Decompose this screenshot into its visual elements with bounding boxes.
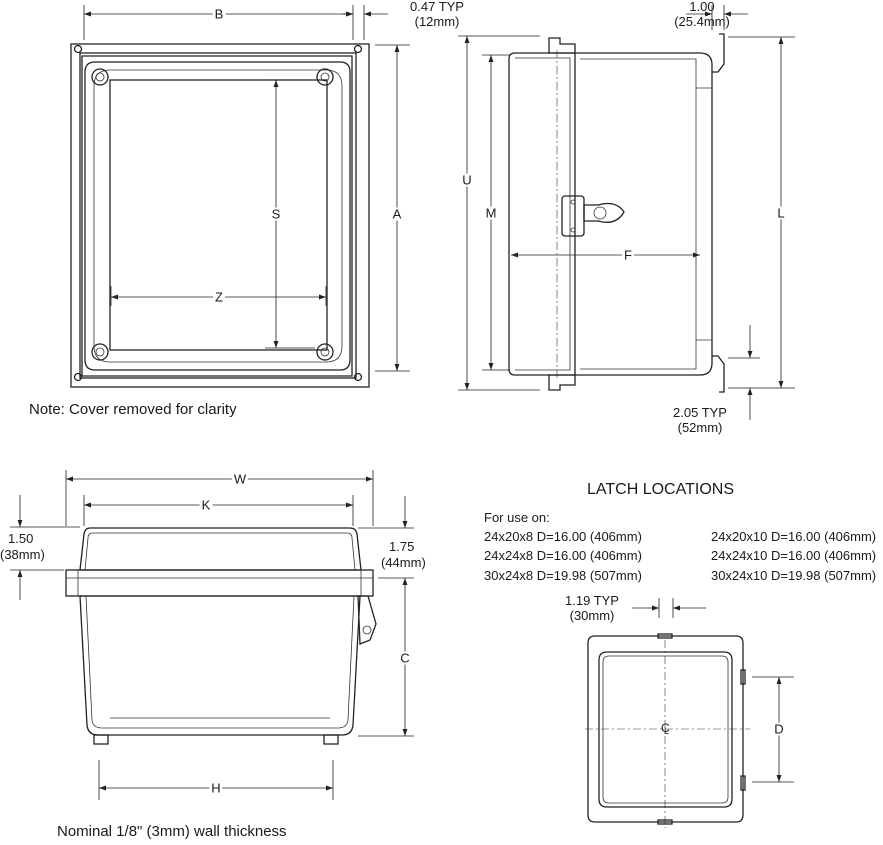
end-view-dimensions — [10, 470, 414, 800]
front-view-enclosure — [70, 43, 370, 388]
dim-label-b: B — [212, 6, 226, 22]
latch-row-3-col-1: 30x24x8 D=19.98 (507mm) — [484, 568, 642, 583]
dim-label-l: L — [775, 205, 787, 221]
dim-label-h: H — [209, 780, 223, 796]
note-cover-removed: Note: Cover removed for clarity — [29, 401, 237, 418]
dim-label-100: 1.00 — [689, 0, 715, 14]
dim-label-205-mm: (52mm) — [677, 420, 723, 435]
dim-label-m: M — [483, 205, 499, 221]
dim-label-c: C — [398, 650, 412, 666]
note-wall-thickness: Nominal 1/8" (3mm) wall thickness — [57, 823, 287, 840]
dim-label-k: K — [199, 497, 213, 513]
side-view-enclosure — [508, 33, 725, 393]
latch-locations-title: LATCH LOCATIONS — [587, 481, 734, 498]
dim-label-100-mm: (25.4mm) — [674, 14, 730, 29]
dim-label-047-mm: (12mm) — [414, 14, 460, 29]
dim-label-175: 1.75 — [389, 539, 415, 554]
dim-label-a: A — [390, 206, 404, 222]
latch-row-2-col-2: 24x24x10 D=16.00 (406mm) — [711, 548, 877, 563]
latch-view-dimensions — [632, 598, 794, 783]
dim-label-047-typ: 0.47 TYP — [410, 0, 464, 14]
dim-label-w: W — [231, 471, 249, 487]
latch-view-enclosure — [585, 633, 750, 828]
latch-row-1-col-1: 24x20x8 D=16.00 (406mm) — [484, 529, 642, 544]
latch-intro: For use on: — [484, 510, 550, 525]
latch-row-3-col-2: 30x24x10 D=19.98 (507mm) — [711, 568, 877, 583]
dim-label-119-typ: 1.19 TYP — [565, 593, 619, 608]
centerline-mark-sub: L — [664, 726, 670, 736]
dim-label-z: Z — [213, 289, 225, 305]
centerline-mark: C — [661, 721, 670, 735]
dim-label-175-mm: (44mm) — [381, 555, 426, 570]
dim-label-f: F — [622, 247, 634, 263]
end-view-enclosure — [65, 527, 377, 745]
dim-label-s: S — [269, 206, 283, 222]
dim-label-150-mm: (38mm) — [0, 547, 45, 562]
dim-label-119-mm: (30mm) — [569, 608, 615, 623]
latch-row-2-col-1: 24x24x8 D=16.00 (406mm) — [484, 548, 642, 563]
dim-label-u: U — [460, 172, 474, 188]
front-view-dimensions — [83, 5, 410, 372]
dim-label-205-typ: 2.05 TYP — [673, 405, 727, 420]
dim-label-d: D — [772, 721, 786, 737]
dim-label-150: 1.50 — [8, 531, 34, 546]
latch-row-1-col-2: 24x20x10 D=16.00 (406mm) — [711, 529, 877, 544]
